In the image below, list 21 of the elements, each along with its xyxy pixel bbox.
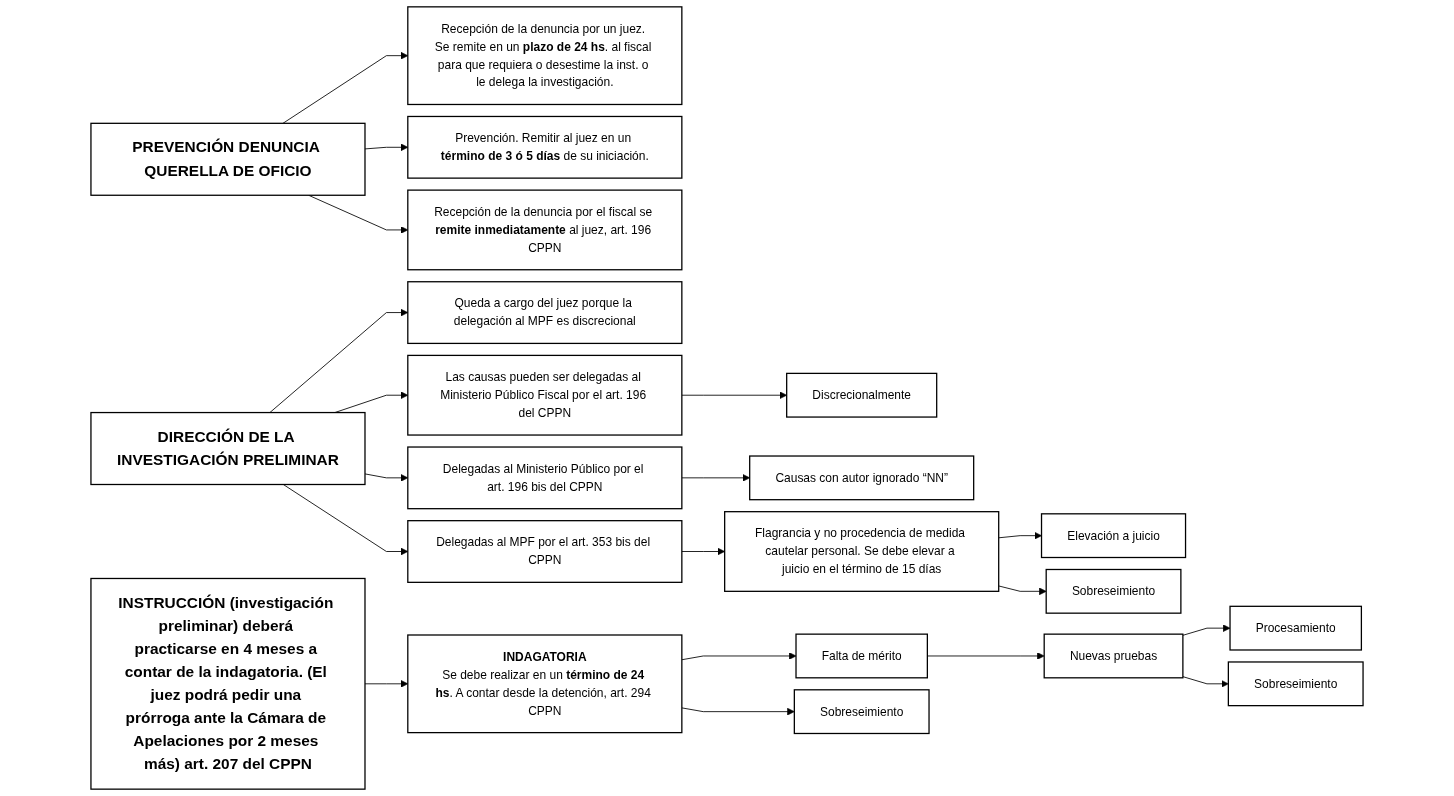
node-box: DIRECCIÓN DE LA INVESTIGACIÓN PRELIMINAR: [90, 411, 366, 486]
node-box: Recepción de la denuncia por el fiscal se remite inmediatamente al juez, art. 196 CPPN: [407, 189, 683, 271]
node-box: PREVENCIÓN DENUNCIA QUERELLA DE OFICIO: [90, 122, 366, 196]
node-box: Flagrancia y no procedencia de medida cautelar personal. Se debe elevar a juicio en el término de 15 días: [724, 511, 1000, 592]
node-box: Delegadas al Ministerio Público por el art. 196 bis del CPPN: [407, 446, 683, 510]
node-box: Sobreseimiento: [793, 689, 930, 735]
node-box: INSTRUCCIÓN (investigación preliminar) deberá practicarse en 4 meses a contar de la indagatoria. (El juez podrá pedir una prórroga ante la Cámara de Apelaciones por 2 meses más) art. 207 del CPPN: [90, 577, 366, 790]
node-box: Elevación a juicio: [1040, 513, 1187, 559]
node-box: Falta de mérito: [795, 633, 928, 679]
node-box: INDAGATORIA Se debe realizar en un término de 24 hs. A contar desde la detención, art. 294 CPPN: [407, 634, 683, 734]
node-box: Sobreseimiento: [1227, 661, 1364, 707]
node-box: Prevención. Remitir al juez en un término de 3 ó 5 días de su iniciación.: [407, 115, 683, 179]
node-box: Recepción de la denuncia por un juez. Se remite en un plazo de 24 hs. al fiscal para que requiera o desestime la inst. o le delega la investigación.: [407, 6, 683, 106]
node-box: Discrecionalmente: [786, 372, 938, 418]
node-box: Las causas pueden ser delegadas al Ministerio Público Fiscal por el art. 196 del CPPN: [407, 354, 683, 436]
node-box: Queda a cargo del juez porque la delegación al MPF es discrecional: [407, 281, 683, 345]
node-box: Nuevas pruebas: [1043, 633, 1184, 679]
node-box: Procesamiento: [1229, 605, 1363, 651]
node-box: Causas con autor ignorado “NN”: [749, 455, 975, 501]
node-box: Delegadas al MPF por el art. 353 bis del CPPN: [407, 520, 683, 583]
node-box: Sobreseimiento: [1045, 568, 1182, 614]
